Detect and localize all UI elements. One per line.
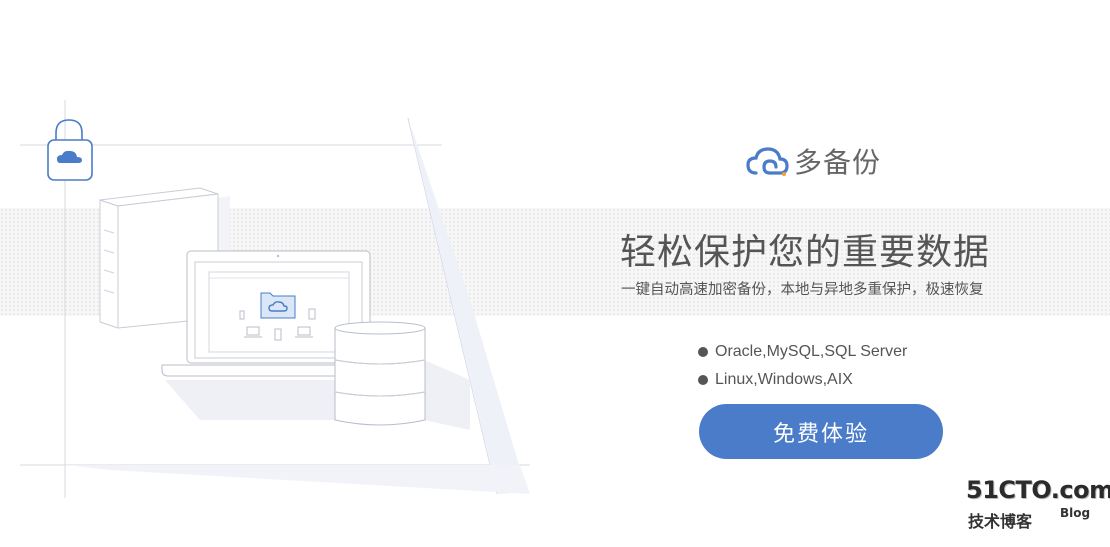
feature-list: Oracle,MySQL,SQL Server Linux,Windows,AI… [698,338,907,394]
shade-bottom [65,465,530,494]
padlock-cloud-icon [47,119,93,181]
bullet-icon [698,375,708,385]
headline: 轻松保护您的重要数据 [620,232,991,273]
brand-name: 多备份 [794,146,882,179]
subline: 一键自动高速加密备份，本地与异地多重保护，极速恢复 [621,282,984,298]
feature-item: Oracle,MySQL,SQL Server [698,338,907,366]
feature-item: Linux,Windows,AIX [698,366,907,394]
shade-right [408,118,527,494]
database-stack-icon [334,321,470,430]
cloud-logo-icon [746,147,789,176]
feature-text: Oracle,MySQL,SQL Server [715,343,908,360]
backup-illustration [20,100,530,498]
bullet-icon [698,347,708,357]
free-trial-button[interactable]: 免费体验 [699,404,943,459]
watermark-tagline: 技术博客 [968,512,1033,531]
brand-logo: 多备份 [746,143,881,179]
watermark: 51CTO.com 技术博客 Blog [966,476,1110,536]
cloud-folder-icon [260,292,296,319]
logo-dot [782,172,786,176]
feature-text: Linux,Windows,AIX [715,371,853,388]
laptop-icon [161,250,420,420]
watermark-blog: Blog [1060,506,1091,520]
watermark-site: 51CTO.com [966,476,1110,504]
